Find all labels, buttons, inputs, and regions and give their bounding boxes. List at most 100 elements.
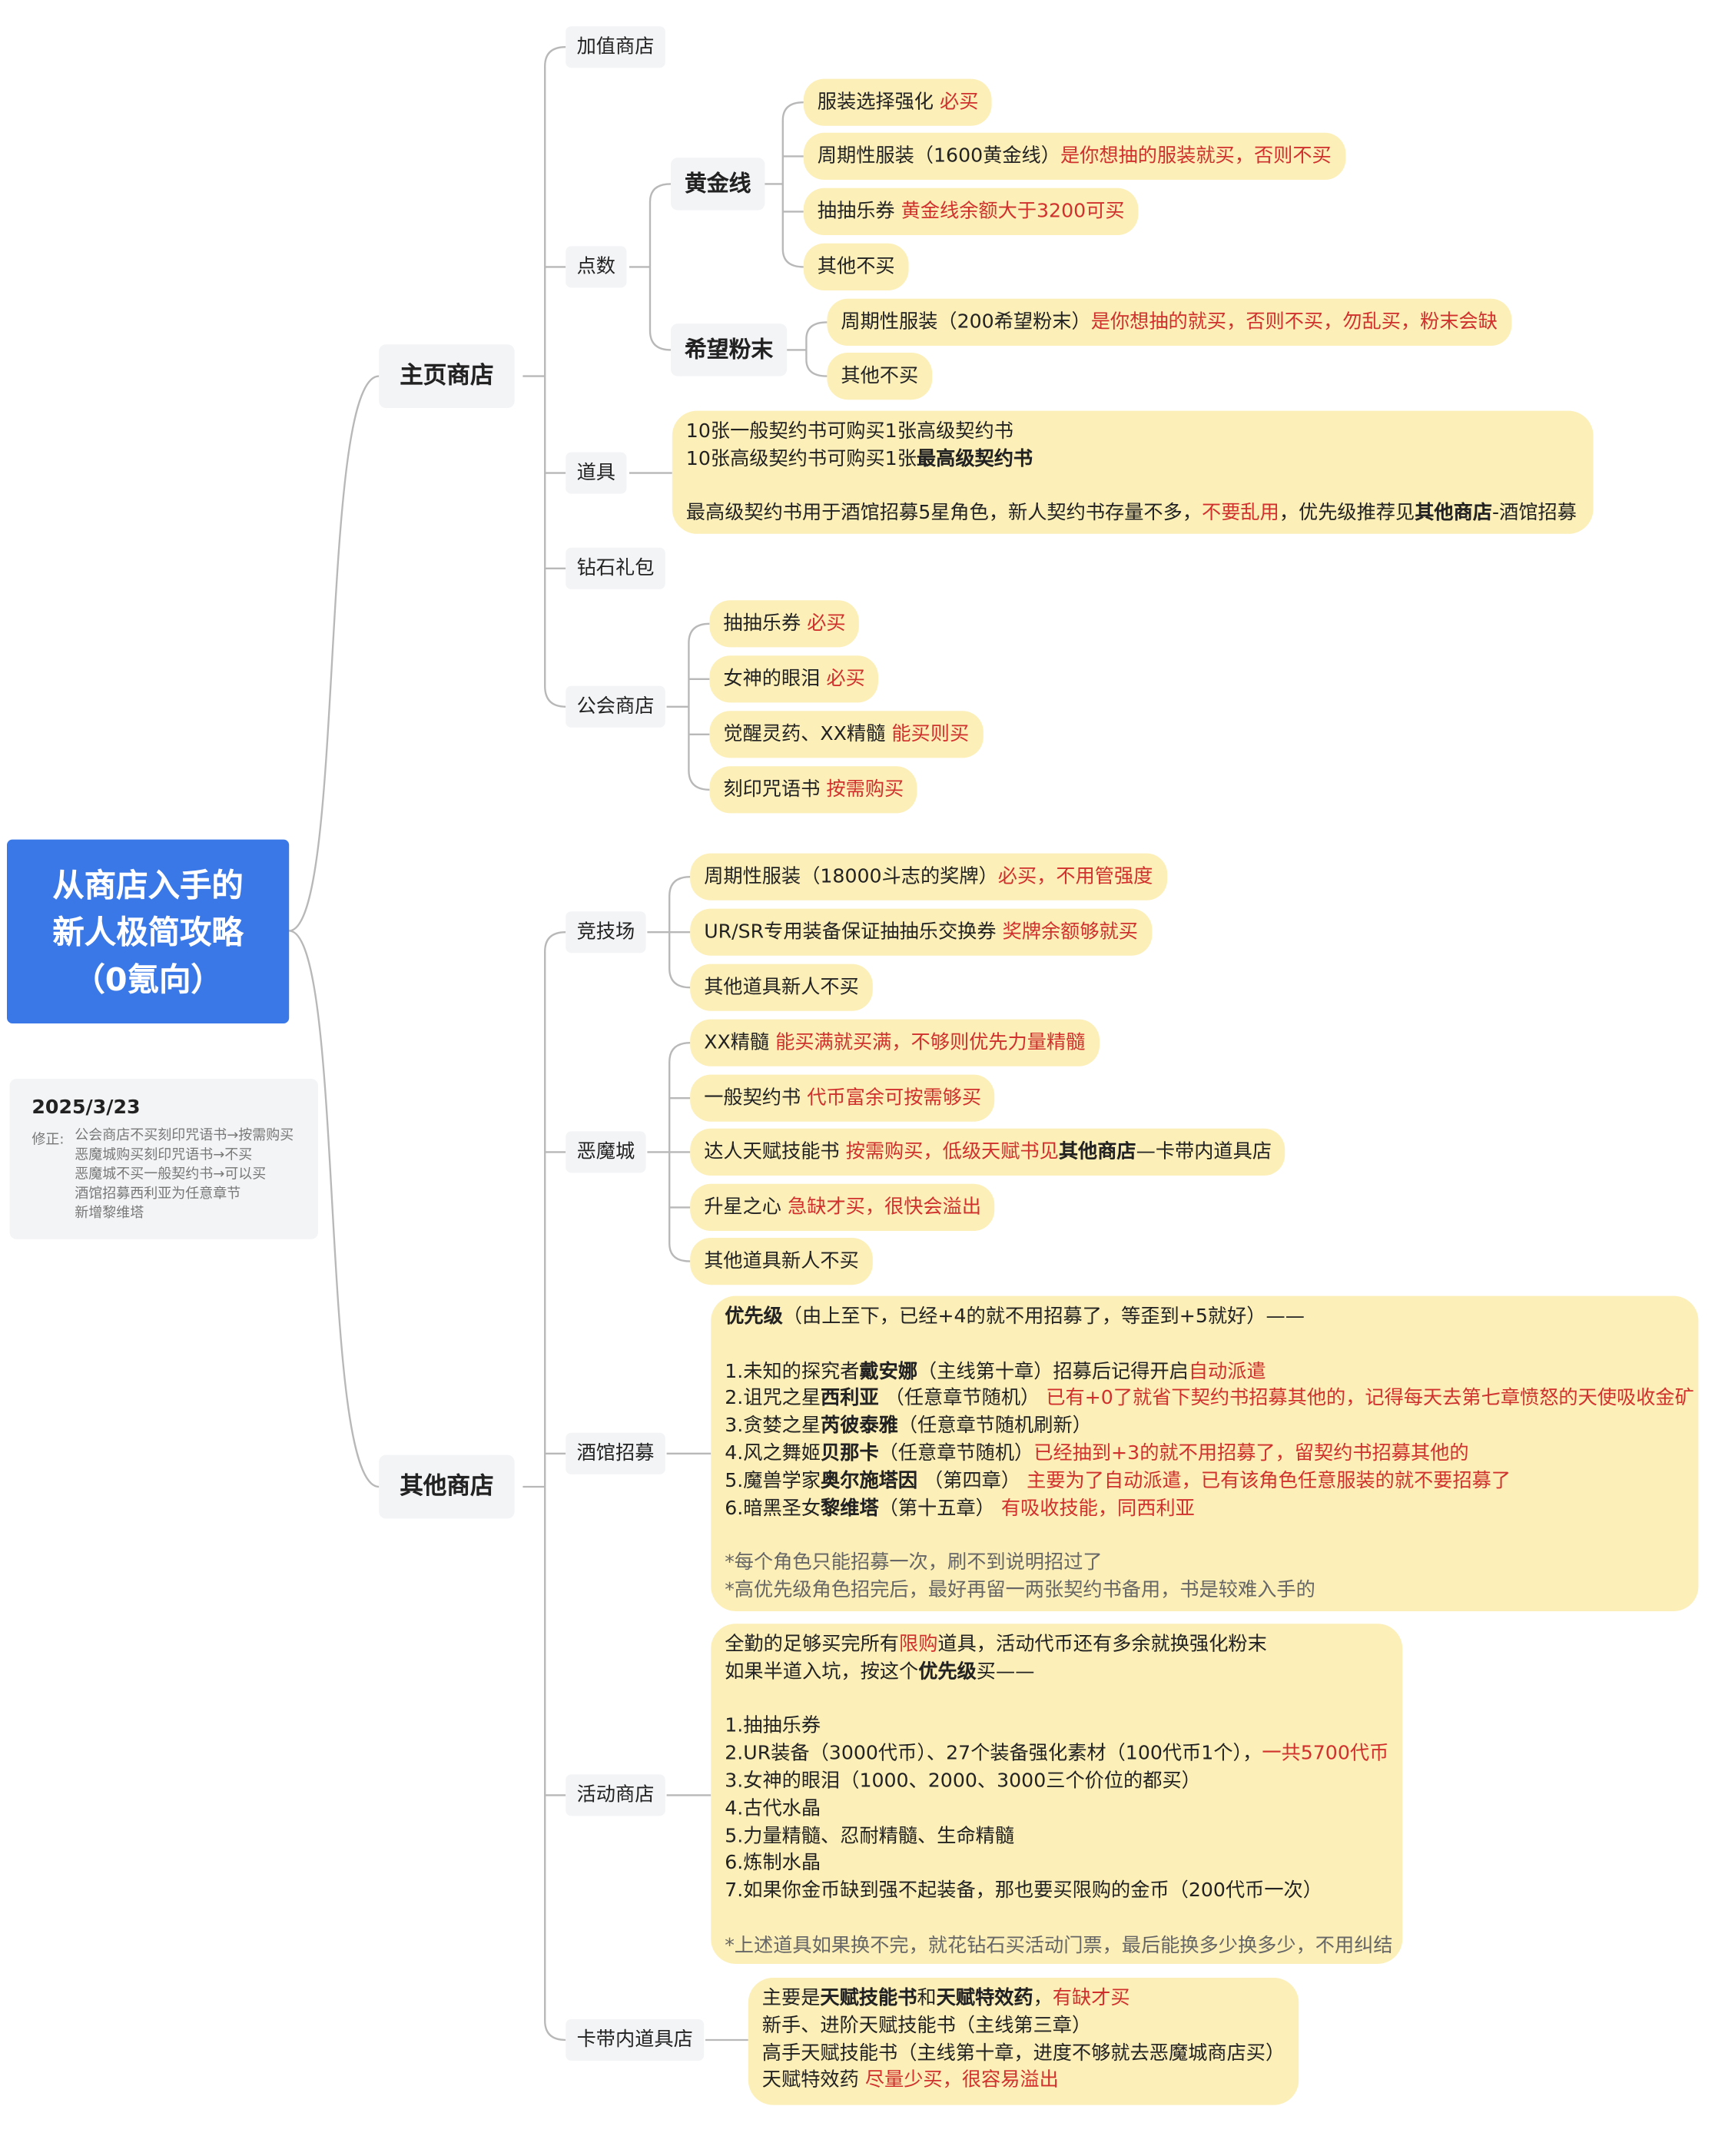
- item-text: 周期性服装（200希望粉末）: [841, 311, 1091, 333]
- item-highlight: 必买: [940, 91, 979, 114]
- card-bold: 其他商店: [1415, 503, 1493, 525]
- tavern-priority-row: 3.贪婪之星芮彼泰雅（任意章节随机刷新）: [725, 1414, 1684, 1441]
- card-text: 如果半道入坑，按这个: [725, 1660, 919, 1683]
- item-text: 其他道具新人不买: [704, 1250, 859, 1272]
- card-text: 和: [917, 1987, 937, 2010]
- diamond-pack-node: 钻石礼包: [566, 547, 665, 589]
- card-line-empty: [725, 1906, 1388, 1933]
- revision-note: 2025/3/23 修正: 公会商店不买刻印咒语书→按需购买 恶魔城购买刻印咒语…: [9, 1079, 318, 1239]
- item-highlight: 是你想抽的就买，否则不买，勿乱买，粉末会缺: [1090, 311, 1498, 333]
- guild-item: 刻印咒语书 按需购买: [709, 766, 918, 814]
- item-text: 周期性服装（1600黄金线）: [817, 145, 1060, 168]
- card-bold: 优先级: [918, 1660, 977, 1683]
- guild-item: 女神的眼泪 必买: [709, 655, 879, 703]
- card-text: （任意章节随机）: [878, 1388, 1047, 1410]
- demon-castle-node: 恶魔城: [566, 1131, 646, 1173]
- note-date: 2025/3/23: [32, 1096, 141, 1119]
- arena-node: 竞技场: [566, 911, 646, 954]
- item-highlight: 必买: [807, 612, 846, 635]
- card-text: 10张高级契约书可购买1张: [685, 447, 917, 470]
- cassette-card: 主要是天赋技能书和天赋特效药，有缺才买 新手、进阶天赋技能书（主线第三章） 高手…: [748, 1978, 1299, 2105]
- note-items: 公会商店不买刻印咒语书→按需购买 恶魔城购买刻印咒语书→不买 恶魔城不买一般契约…: [75, 1127, 294, 1224]
- tavern-priority-row: 2.诅咒之星西利亚 （任意章节随机） 已有+0了就省下契约书招募其他的，记得每天…: [725, 1386, 1694, 1414]
- card-text: （主线第十章）招募后记得开启: [917, 1360, 1189, 1383]
- item-text: 其他道具新人不买: [704, 976, 859, 999]
- hope-powder-node: 希望粉末: [671, 323, 788, 376]
- card-line: 高手天赋技能书（主线第十章，进度不够就去恶魔城商店买）: [761, 2042, 1285, 2065]
- card-text: 全勤的足够买完所有: [725, 1633, 899, 1656]
- gold-item: 服装选择强化 必买: [803, 78, 993, 126]
- character-name: 芮彼泰雅: [821, 1415, 898, 1438]
- card-line-empty: [725, 1523, 1684, 1551]
- connector-other-trunk: [522, 931, 566, 2042]
- card-line: 主要是天赋技能书和天赋特效药，有缺才买: [762, 1986, 1285, 2014]
- value-shop-node: 加值商店: [566, 26, 665, 68]
- gold-item: 抽抽乐券 黄金线余额大于3200可买: [803, 187, 1139, 235]
- card-text: 主要是: [761, 1987, 821, 2010]
- card-line: 优先级（由上至下，已经+4的就不用招募了，等歪到+5就好）——: [725, 1304, 1684, 1332]
- note-item: 公会商店不买刻印咒语书→按需购买: [75, 1128, 294, 1144]
- card-highlight: 已经抽到+3的就不用招募了，留契约书招募其他的: [1033, 1442, 1469, 1465]
- item-highlight: 能买则买: [891, 723, 970, 746]
- item-text: 觉醒灵药、XX精髓: [723, 723, 892, 746]
- event-priority-row: 3.女神的眼泪（1000、2000、3000三个价位的都买）: [725, 1770, 1201, 1793]
- character-name: 戴安娜: [859, 1360, 918, 1383]
- character-name: 西利亚: [821, 1388, 879, 1410]
- item-highlight: 必买: [826, 668, 865, 691]
- connector-main-trunk: [522, 46, 566, 708]
- card-line: 全勤的足够买完所有限购道具，活动代币还有多余就换强化粉末: [725, 1632, 1388, 1660]
- items-card: 10张一般契约书可购买1张高级契约书 10张高级契约书可购买1张最高级契约书 最…: [672, 410, 1594, 534]
- card-highlight: 自动派遣: [1188, 1360, 1266, 1383]
- card-highlight: 有吸收技能，同西利亚: [1000, 1497, 1195, 1520]
- item-highlight: 是你想抽的服装就买，否则不买: [1060, 145, 1332, 168]
- note-item: 新增黎维塔: [75, 1206, 144, 1222]
- tavern-priority-row: 4.风之舞姬贝那卡（任意章节随机）已经抽到+3的就不用招募了，留契约书招募其他的: [725, 1441, 1684, 1469]
- item-highlight: 黄金线余额大于3200可买: [901, 201, 1125, 223]
- connector-hope: [782, 321, 828, 377]
- item-highlight: 能买满就买满，不够则优先力量精髓: [775, 1031, 1086, 1054]
- guild-item: 抽抽乐券 必买: [709, 600, 860, 648]
- arena-item: 周期性服装（18000斗志的奖牌）必买，不用管强度: [690, 853, 1167, 901]
- card-highlight: 尽量少买，很容易溢出: [864, 2069, 1059, 2092]
- card-line: 10张一般契约书可购买1张高级契约书: [685, 420, 1013, 443]
- arena-item: UR/SR专用装备保证抽抽乐交换券 奖牌余额够就买: [690, 908, 1152, 956]
- item-highlight: 急缺才买，很快会溢出: [788, 1196, 982, 1219]
- card-highlight: 有缺才买: [1052, 1987, 1130, 2010]
- items-node: 道具: [566, 452, 627, 494]
- connector-guild: [666, 622, 710, 791]
- card-text: 6.暗黑圣女: [725, 1497, 821, 1520]
- card-highlight: 不要乱用: [1202, 503, 1279, 525]
- card-highlight: 限购: [899, 1633, 938, 1656]
- character-name: 黎维塔: [821, 1497, 879, 1520]
- card-text: 2.UR装备（3000代币）、27个装备强化素材（100代币1个），: [725, 1743, 1262, 1766]
- card-text: （任意章节随机刷新）: [897, 1415, 1092, 1438]
- item-text: 周期性服装（18000斗志的奖牌）: [704, 865, 998, 888]
- card-line-empty: [725, 1332, 1684, 1359]
- item-highlight: 按需购买，低级天赋书见: [845, 1141, 1059, 1163]
- hope-item: 其他不买: [827, 353, 933, 400]
- card-footnote: *上述道具如果换不完，就花钻石买活动门票，最后能换多少换多少，不用纠结: [725, 1934, 1393, 1957]
- card-line: 10张高级契约书可购买1张最高级契约书: [686, 446, 1580, 474]
- character-name: 奥尔施塔因: [821, 1470, 918, 1492]
- card-line: 最高级契约书用于酒馆招募5星角色，新人契约书存量不多，不要乱用，优先级推荐见其他…: [686, 501, 1580, 529]
- item-text: 达人天赋技能书: [704, 1141, 846, 1163]
- card-text: 4.风之舞姬: [725, 1442, 821, 1465]
- card-text: 最高级契约书用于酒馆招募5星角色，新人契约书存量不多，: [685, 503, 1202, 525]
- hope-item: 周期性服装（200希望粉末）是你想抽的就买，否则不买，勿乱买，粉末会缺: [827, 298, 1511, 346]
- card-footnote: *每个角色只能招募一次，刷不到说明招过了: [725, 1551, 1103, 1574]
- event-priority-row: 5.力量精髓、忍耐精髓、生命精髓: [725, 1825, 1015, 1848]
- card-line: 新手、进阶天赋技能书（主线第三章）: [761, 2015, 1092, 2038]
- item-highlight: 必买，不用管强度: [997, 865, 1153, 888]
- item-text: XX精髓: [704, 1031, 776, 1054]
- card-highlight: 一共5700代币: [1262, 1743, 1389, 1766]
- note-item: 恶魔城购买刻印咒语书→不买: [75, 1148, 253, 1163]
- card-line: 天赋特效药 尽量少买，很容易溢出: [762, 2068, 1285, 2096]
- item-text: 其他不买: [841, 365, 919, 387]
- card-bold: 优先级: [725, 1305, 783, 1328]
- event-card: 全勤的足够买完所有限购道具，活动代币还有多余就换强化粉末 如果半道入坑，按这个优…: [711, 1624, 1403, 1964]
- card-bold: 天赋特效药: [936, 1987, 1033, 2010]
- item-text: 抽抽乐券: [723, 612, 808, 635]
- connector-points: [629, 183, 672, 351]
- card-text: ，优先级推荐见: [1279, 503, 1415, 525]
- item-highlight: 代币富余可按需够买: [807, 1086, 982, 1110]
